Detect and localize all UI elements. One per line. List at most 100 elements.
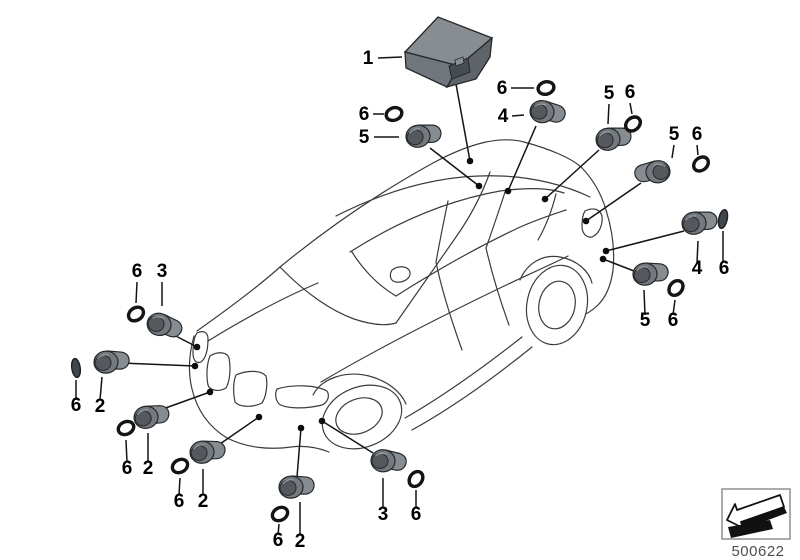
part-number: 500622 [731, 543, 784, 560]
leader-dot [191, 362, 199, 370]
pdc-sensor-front-left [92, 348, 131, 375]
callout-2-bumper-c[interactable]: 2 [295, 531, 306, 552]
control-module-part [403, 16, 494, 89]
callout-1-control-module[interactable]: 1 [363, 48, 374, 69]
oring-front-fender [124, 302, 148, 326]
leader-dot [475, 182, 483, 190]
callout-6-front-fender[interactable]: 6 [132, 261, 143, 282]
headlight-near [192, 331, 209, 364]
leader-line [602, 258, 635, 272]
rocker-line-2 [411, 346, 533, 431]
callout-tick [672, 299, 676, 316]
callout-tick [629, 102, 633, 115]
pdc-sensor-roof-front-left [404, 121, 444, 150]
oring-bumper-center [404, 467, 428, 491]
callout-tick [125, 439, 128, 463]
callout-6-rear-lower[interactable]: 6 [668, 310, 679, 331]
front-wheel-tire [321, 384, 403, 450]
front-wheel-arch [312, 373, 407, 405]
oring-roof-front-left [382, 103, 406, 125]
callout-5-rear-lower[interactable]: 5 [640, 310, 651, 331]
callout-4-rear-mid[interactable]: 4 [692, 258, 703, 279]
callout-5-roof-rear-a[interactable]: 5 [604, 83, 615, 104]
leader-line [455, 83, 471, 162]
window-belt-line [395, 209, 567, 297]
leader-dot [582, 217, 590, 225]
leader-dot [599, 255, 607, 263]
leader-dot [255, 413, 263, 421]
callout-2-bumper-b[interactable]: 2 [198, 491, 209, 512]
callout-6-front-left[interactable]: 6 [71, 395, 82, 416]
pdc-sensor-rear-mid [680, 208, 720, 237]
kidney-grille-left [206, 352, 231, 391]
callout-tick [377, 56, 403, 59]
kidney-grille-right [233, 370, 268, 407]
leader-line [216, 416, 260, 447]
front-wheel-rim [335, 397, 383, 435]
tailgate-outline [577, 166, 615, 318]
door-shutline-2 [485, 247, 510, 326]
callout-6-roof-rear-a[interactable]: 6 [625, 82, 636, 103]
rear-wheel-rim [538, 280, 576, 330]
callout-4-roof-center[interactable]: 4 [498, 106, 509, 127]
callout-tick [607, 103, 610, 125]
seal-rear-mid [716, 208, 730, 230]
callout-6-bumper-center[interactable]: 6 [411, 504, 422, 525]
leader-line [507, 125, 537, 192]
rocker-line-1 [404, 336, 523, 419]
callout-6-roof-front-left[interactable]: 6 [359, 104, 370, 125]
pdc-sensor-bumper-a [131, 401, 172, 431]
leader-dot [193, 343, 201, 351]
leader-dot [541, 195, 549, 203]
stamp: 500622 [721, 488, 791, 560]
leader-lines [119, 83, 685, 478]
oring-roof-rear-b [689, 152, 713, 176]
callout-5-roof-front-left[interactable]: 5 [359, 127, 370, 148]
leader-line [429, 147, 480, 187]
pdc-sensor-roof-center [527, 98, 568, 128]
callout-3-bumper-center[interactable]: 3 [378, 504, 389, 525]
callout-ticks [75, 56, 724, 536]
callout-tick [277, 523, 280, 536]
leader-line [159, 391, 211, 411]
pdc-sensor-bumper-center [369, 447, 408, 475]
callout-2-front-left[interactable]: 2 [95, 396, 106, 417]
leader-dot [504, 187, 512, 195]
leader-dot [318, 417, 326, 425]
leader-dot [297, 424, 305, 432]
cowl-line [279, 266, 397, 326]
rear-wheel-tire [525, 264, 589, 346]
pdc-sensor-bumper-c [277, 473, 316, 500]
callout-labels: 1 6 5 6 4 5 6 5 6 4 6 5 6 6 3 6 2 6 2 6 … [71, 48, 730, 552]
callout-6-bumper-b[interactable]: 6 [174, 491, 185, 512]
callout-6-bumper-c[interactable]: 6 [273, 530, 284, 551]
window-front-edge [351, 251, 397, 297]
callout-6-rear-mid[interactable]: 6 [719, 258, 730, 279]
export-arrow-base [728, 520, 773, 538]
callout-6-roof-center[interactable]: 6 [497, 78, 508, 99]
oring-bumper-a [114, 417, 138, 439]
callout-tick [643, 289, 646, 316]
callout-tick [99, 376, 103, 401]
leader-line [544, 149, 600, 200]
callout-tick [671, 144, 675, 159]
callout-6-roof-rear-b[interactable]: 6 [692, 124, 703, 145]
callout-tick [696, 144, 699, 156]
front-face-and-bumper-line [188, 335, 330, 453]
callout-tick [135, 281, 138, 304]
callout-6-bumper-a[interactable]: 6 [122, 458, 133, 479]
callout-3-front-fender[interactable]: 3 [157, 261, 168, 282]
leader-line [321, 420, 374, 454]
shoulder-line [320, 255, 569, 383]
pdc-sensor-bumper-b [188, 438, 227, 466]
pdc-sensor-roof-rear-b [632, 158, 672, 187]
leader-line [585, 182, 642, 222]
hood-crease-line [207, 282, 319, 342]
leader-line [605, 230, 685, 252]
hood-edge-line [196, 266, 281, 332]
roof-near-edge [279, 139, 582, 268]
callout-5-roof-rear-b[interactable]: 5 [669, 124, 680, 145]
callout-2-bumper-a[interactable]: 2 [143, 458, 154, 479]
oring-rear-lower [664, 276, 688, 300]
